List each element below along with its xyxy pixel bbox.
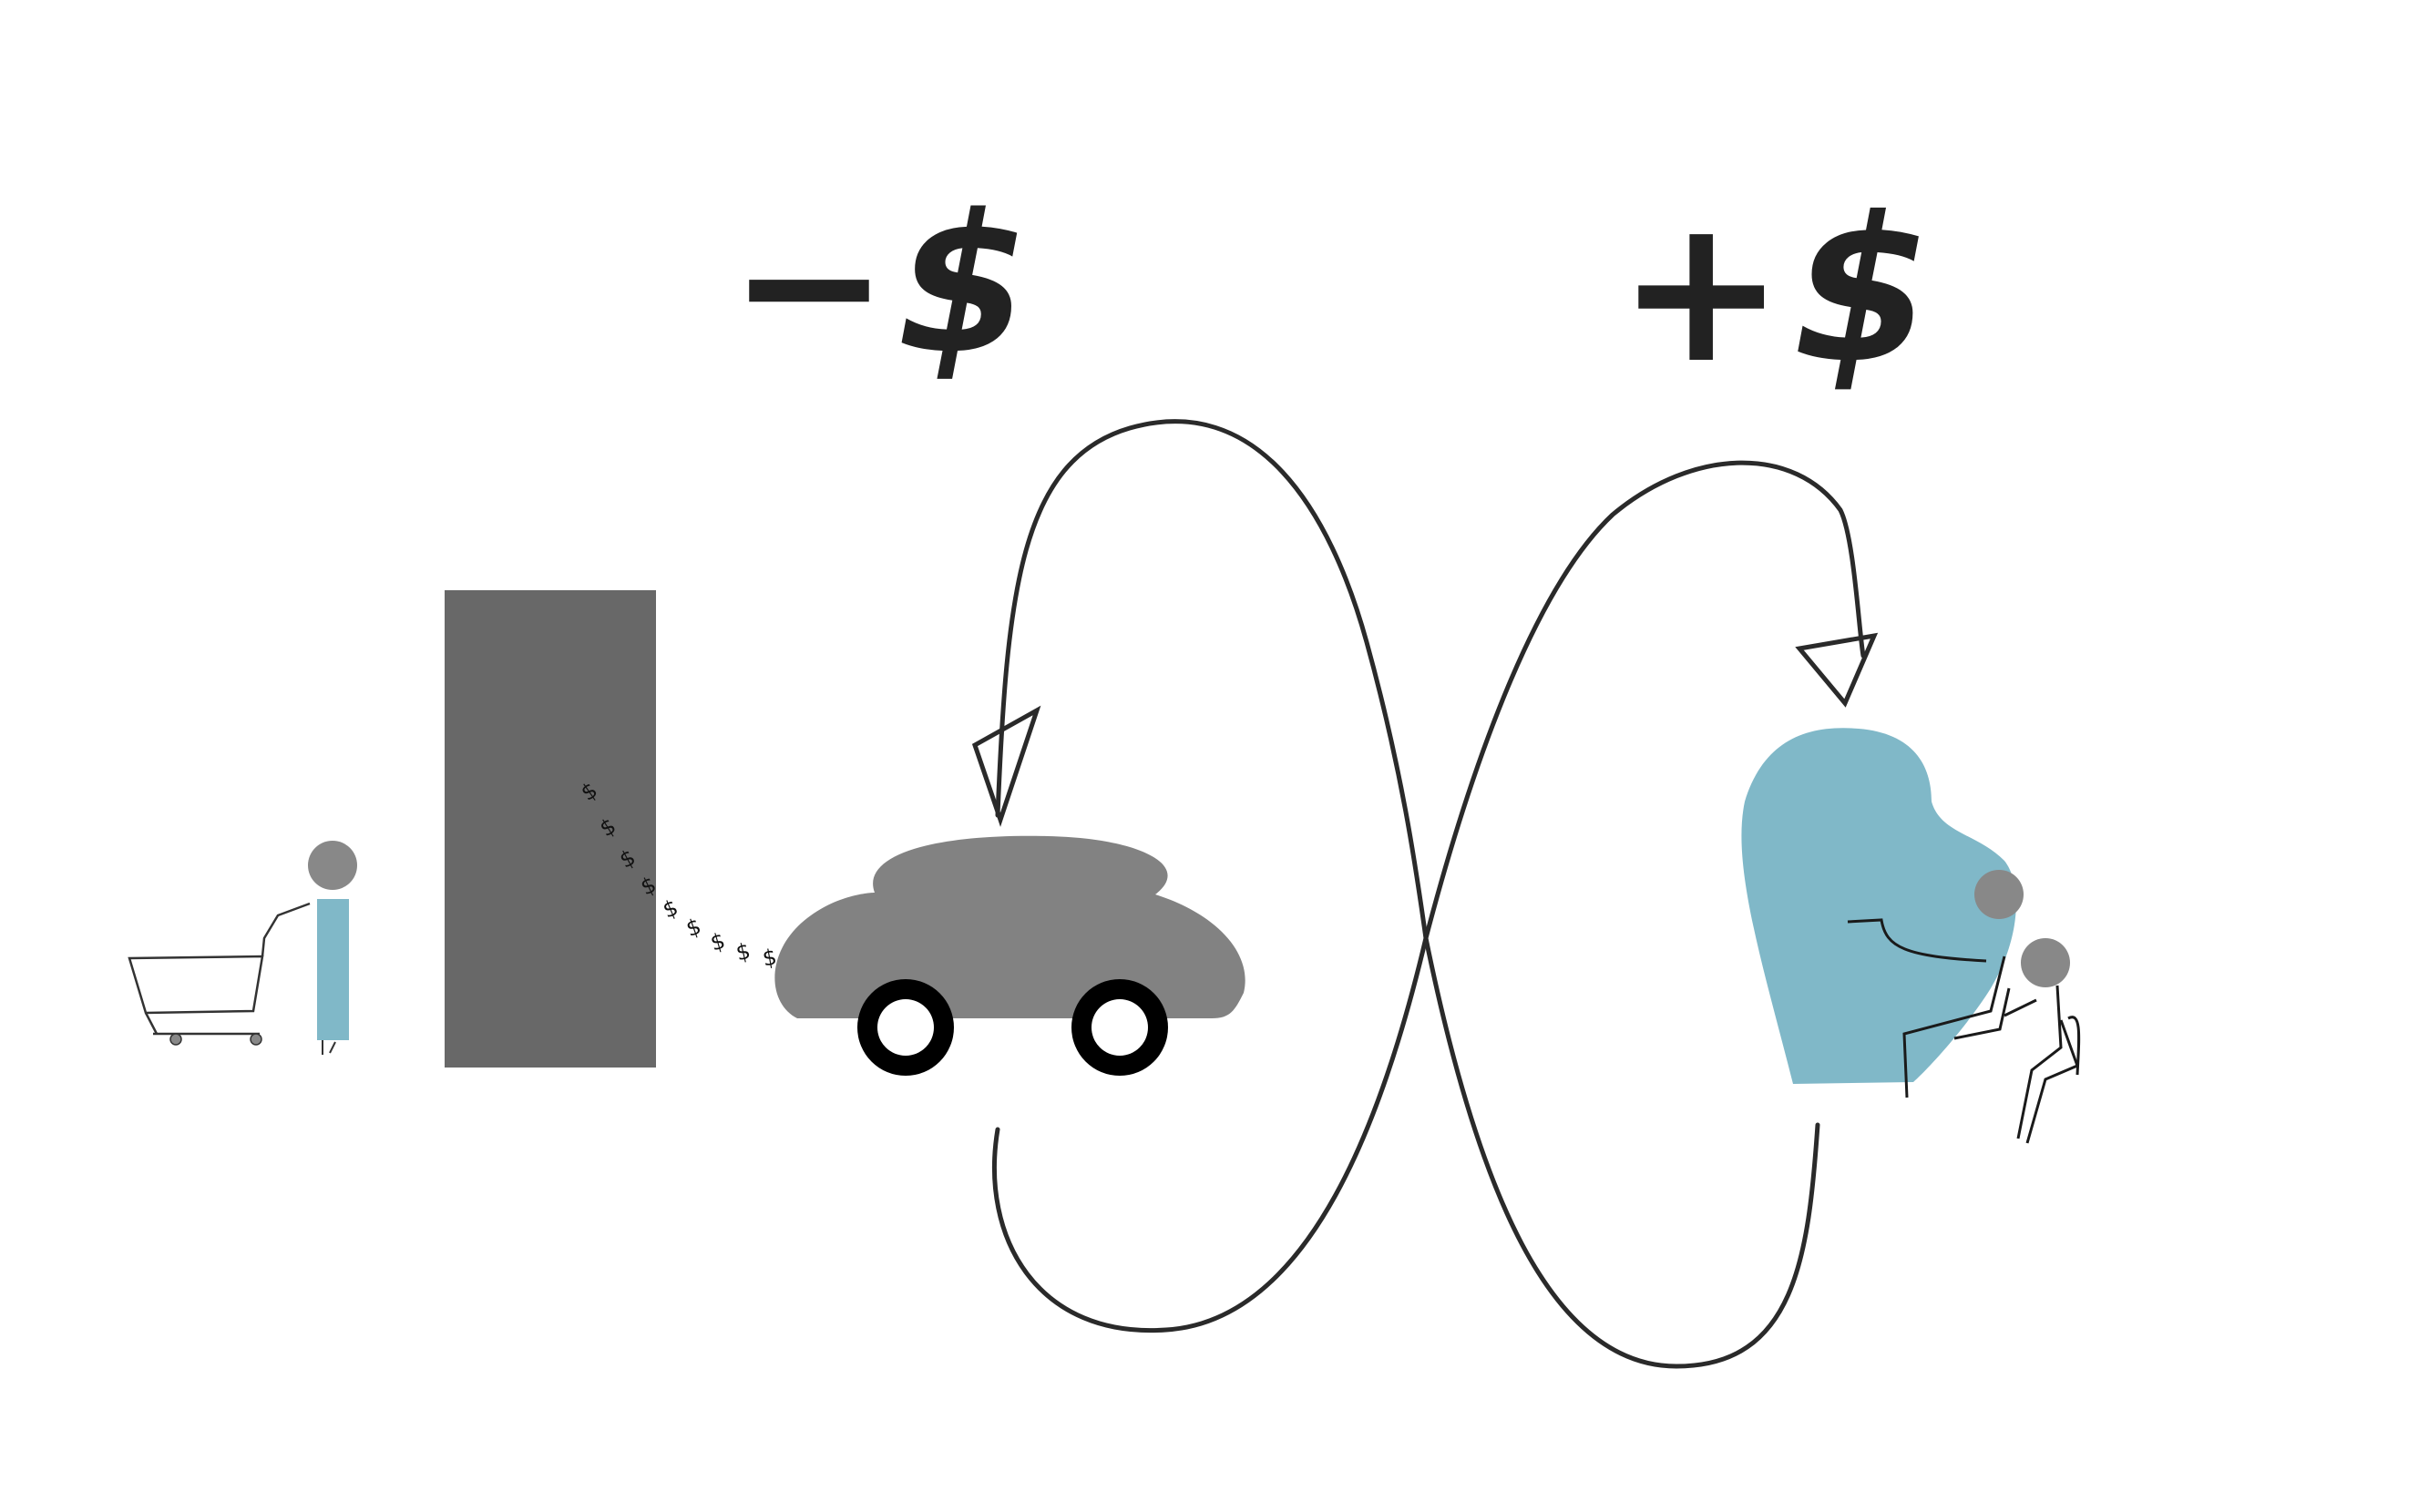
figure-eight-flow-arrows [971,419,1879,1369]
car-body [774,835,1245,1018]
right-loop-top [1423,460,1866,941]
heart-shape [1741,728,2016,1084]
cart-wheel-right [250,1033,262,1046]
shopper-body [317,899,349,1040]
left-arrowhead [971,705,1041,827]
helper-head [1974,870,2024,919]
dollar-trail-glyph: $ [761,944,779,971]
car-icon [774,835,1245,1076]
plus-money-label: +$ [1617,174,1939,407]
giving-heart-icon [1741,728,2081,1144]
shopper-head [308,841,357,890]
dollar-trail-glyph: $ [733,938,753,966]
left-loop-bottom [992,935,1429,1333]
dollar-trail-glyph: $ [659,894,682,924]
minus-money-label: −$ [729,173,1037,396]
left-loop-top [995,419,1429,941]
shopper-with-cart-icon [128,841,357,1055]
store-building [445,590,656,1068]
receiver-head [2021,938,2070,987]
helping-hands [1847,870,2081,1144]
cart-wheel-left [169,1033,182,1046]
dollar-trail-glyph: $ [682,914,704,943]
right-loop-bottom [1423,935,1820,1369]
dollar-trail-glyph: $ [708,928,729,956]
shopping-cart-icon [128,902,311,1036]
right-arrowhead [1795,632,1879,708]
